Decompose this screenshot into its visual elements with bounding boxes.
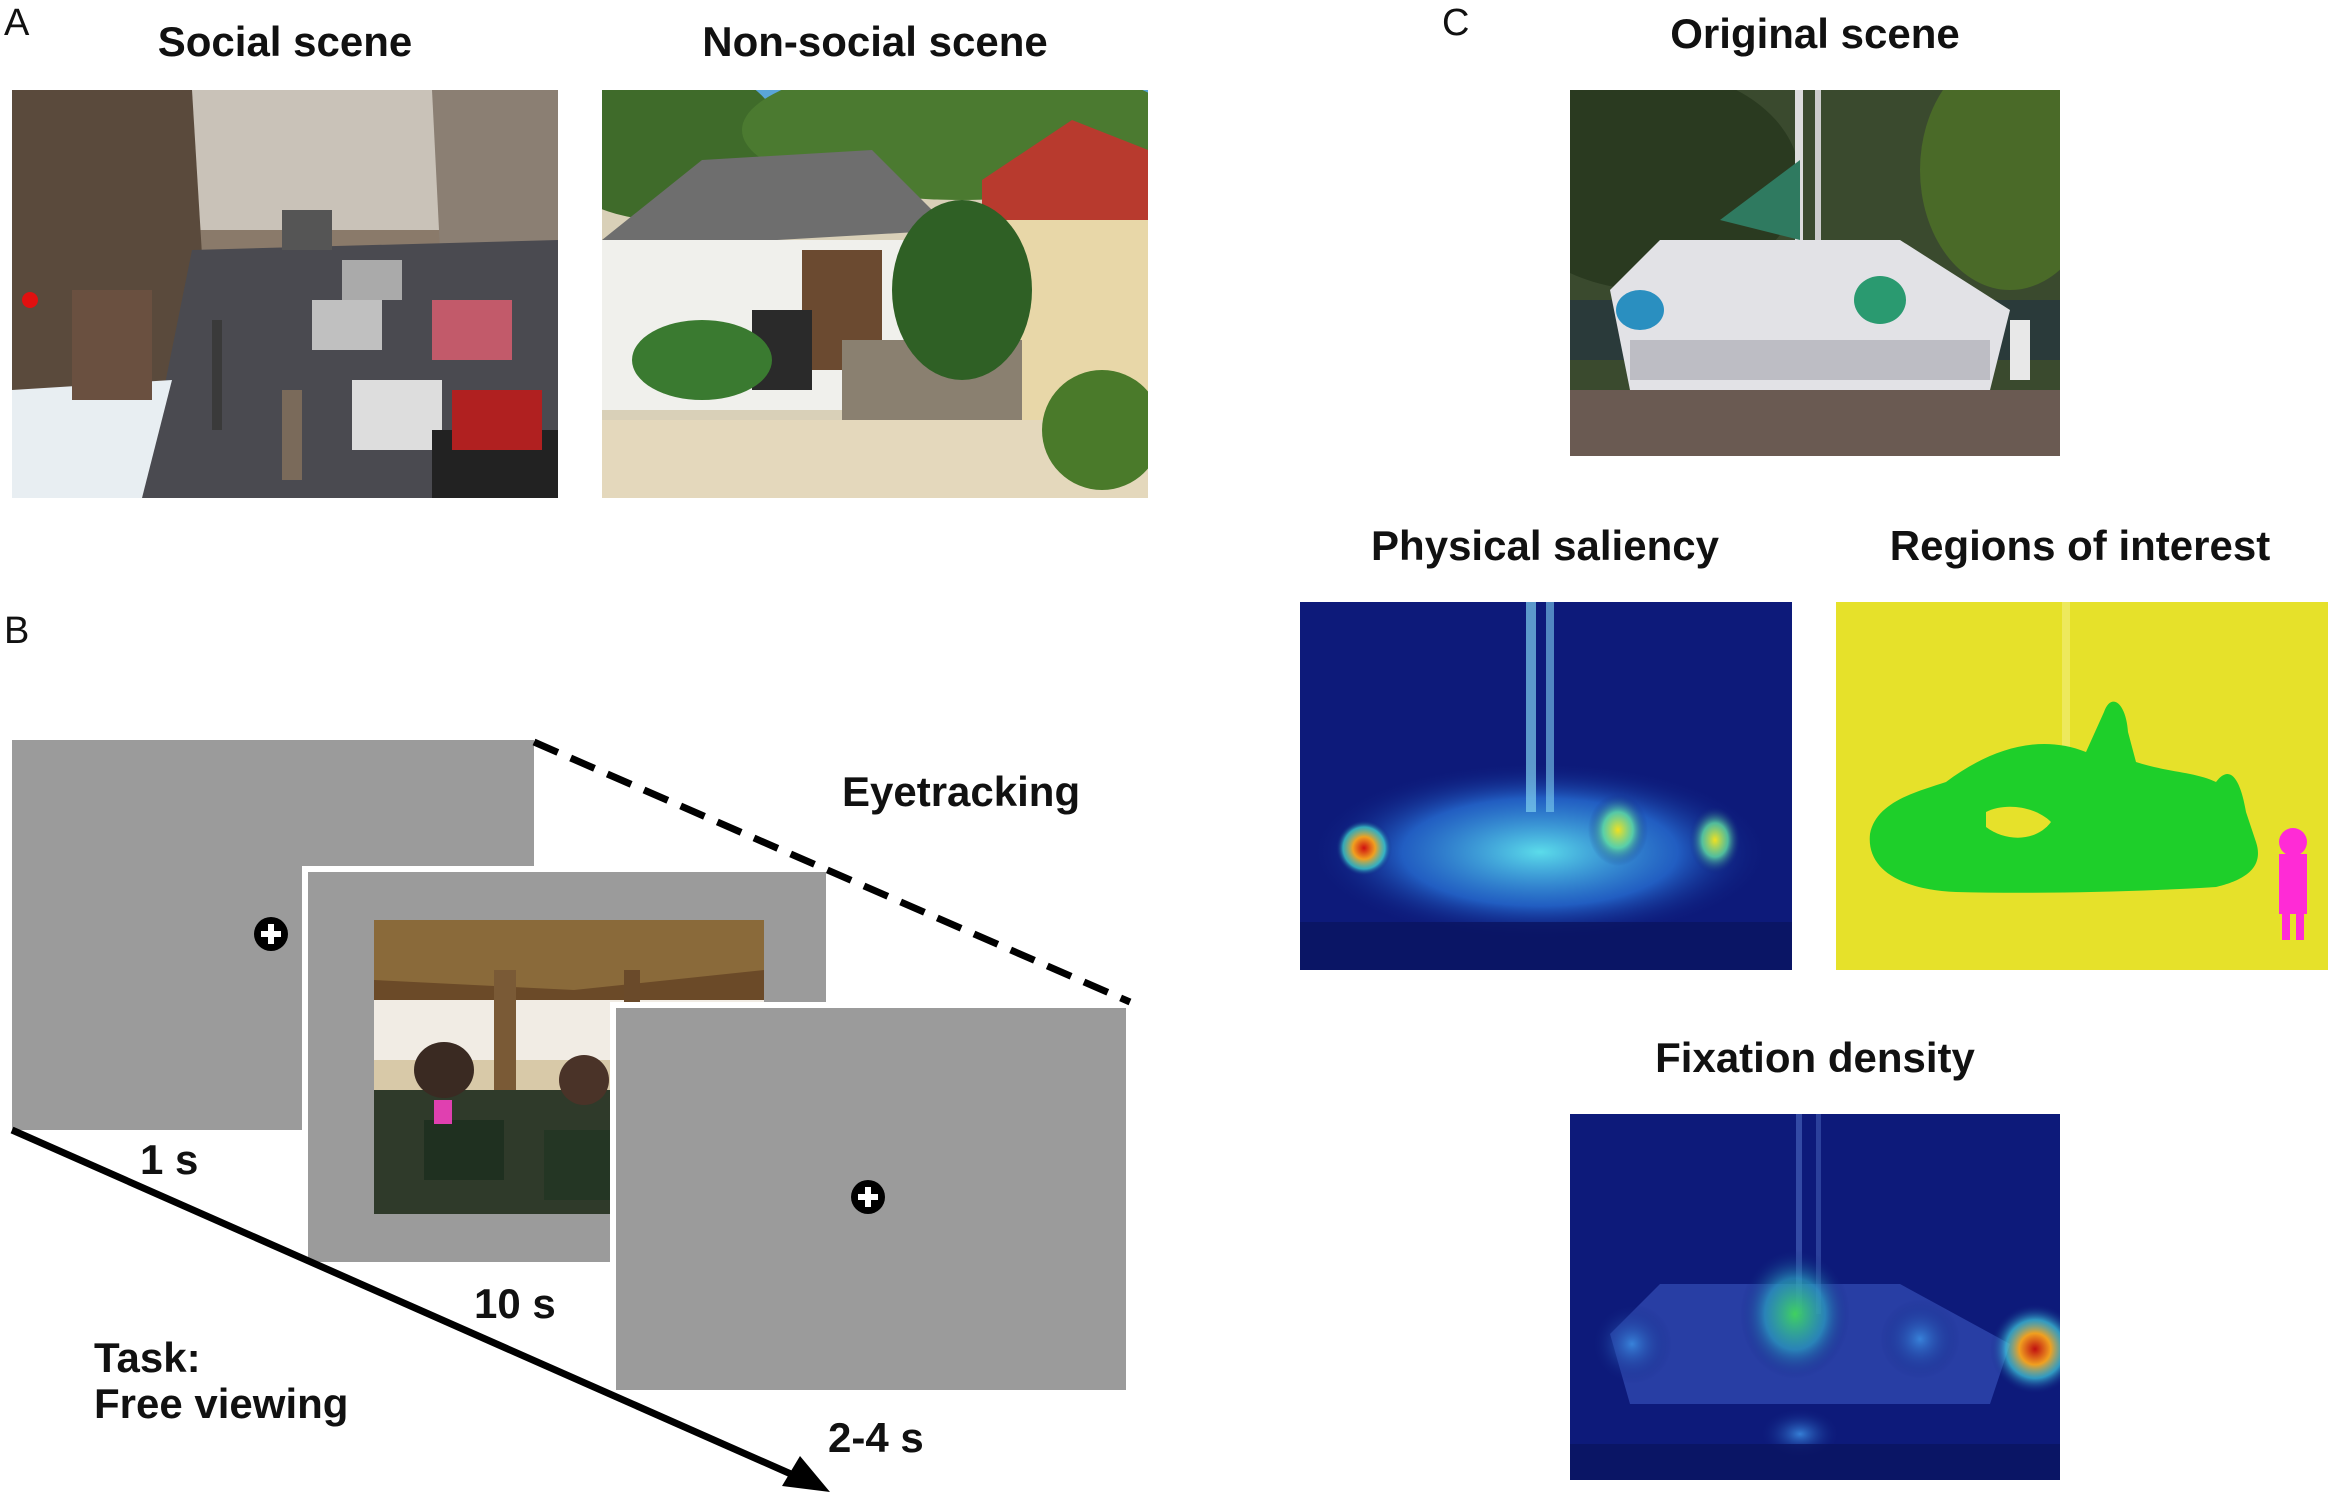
duration-10s: 10 s: [474, 1280, 556, 1327]
duration-2-4s: 2-4 s: [828, 1414, 924, 1461]
original-scene-image: [1570, 90, 2060, 456]
nonsocial-scene-title: Non-social scene: [702, 18, 1048, 65]
physical-saliency-title: Physical saliency: [1371, 522, 1719, 569]
physical-saliency-map: [1300, 602, 1792, 970]
task-description: Free viewing: [94, 1380, 349, 1427]
fixation-density-title: Fixation density: [1655, 1034, 1975, 1081]
fixation-density-map: [1570, 1114, 2060, 1480]
task-label: Task:: [94, 1334, 201, 1381]
fixation-cross-icon: [851, 1180, 885, 1214]
panel-label-c: C: [1442, 2, 1470, 44]
fixation-cross-icon: [254, 917, 288, 951]
original-scene-title: Original scene: [1670, 10, 1960, 57]
duration-1s: 1 s: [140, 1136, 199, 1183]
panel-label-b: B: [4, 610, 30, 652]
regions-of-interest-map: [1836, 602, 2328, 970]
nonsocial-scene-image: [602, 90, 1148, 498]
social-scene-image: [12, 90, 558, 498]
social-scene-title: Social scene: [157, 18, 413, 65]
eyetracking-label: Eyetracking: [842, 768, 1081, 815]
panel-label-a: A: [4, 2, 30, 44]
timeline-arrowhead-icon: [782, 1456, 830, 1492]
regions-of-interest-title: Regions of interest: [1889, 522, 2271, 569]
